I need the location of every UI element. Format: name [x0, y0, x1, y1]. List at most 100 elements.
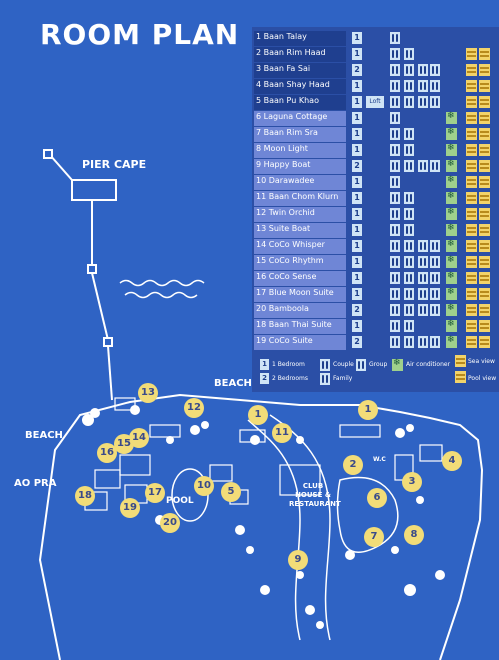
room-name: 12 Twin Orchid	[256, 208, 315, 217]
room-number: 20	[256, 304, 267, 313]
room-name: 17 Blue Moon Suite	[256, 288, 334, 297]
road	[247, 414, 331, 641]
marker-3[interactable]: 3	[402, 472, 422, 492]
group-icon	[418, 240, 428, 252]
bedroom-count: 1	[352, 256, 362, 268]
marker-20[interactable]: 20	[160, 513, 180, 533]
family-icon	[404, 240, 414, 252]
marker-8[interactable]: 8	[404, 525, 424, 545]
room-row[interactable]: 12 Twin Orchid 1	[252, 207, 499, 222]
bedroom-count: 1	[352, 112, 362, 124]
marker-16[interactable]: 16	[97, 443, 117, 463]
couple-icon	[390, 112, 400, 124]
room-title: Baan Chom Klurn	[268, 192, 339, 201]
group-icon	[430, 272, 440, 284]
marker-18[interactable]: 18	[75, 486, 95, 506]
room-number: 18	[256, 320, 267, 329]
marker-7[interactable]: 7	[364, 527, 384, 547]
marker-10[interactable]: 10	[194, 476, 214, 496]
sea-view-icon	[466, 240, 477, 252]
marker-9[interactable]: 9	[288, 550, 308, 570]
air-conditioner-icon	[446, 207, 457, 220]
air-conditioner-icon	[446, 159, 457, 172]
family-icon	[404, 336, 414, 348]
bedroom-count: 1	[352, 208, 362, 220]
room-name: 6 Laguna Cottage	[256, 112, 327, 121]
marker-15[interactable]: 15	[114, 434, 134, 454]
room-row-bg	[254, 207, 346, 222]
pier-label: PIER CAPE	[82, 158, 147, 171]
room-number: 17	[256, 288, 267, 297]
legend-group: Group	[369, 361, 388, 368]
pool-view-icon	[479, 176, 490, 188]
air-conditioner-icon	[446, 223, 457, 236]
pool-view-icon	[479, 256, 490, 268]
room-title: Baan Pu Khao	[263, 96, 319, 105]
marker-5[interactable]: 5	[221, 482, 241, 502]
couple-icon	[390, 272, 400, 284]
marker-2[interactable]: 2	[343, 455, 363, 475]
marker-1b[interactable]: 1	[358, 400, 378, 420]
loft-badge: Loft	[366, 96, 384, 108]
marker-14[interactable]: 14	[129, 428, 149, 448]
room-name: 1 Baan Talay	[256, 32, 307, 41]
marker-6[interactable]: 6	[367, 488, 387, 508]
family-icon	[404, 160, 414, 172]
room-number: 4	[256, 80, 262, 89]
room-row[interactable]: 2 Baan Rim Haad 1	[252, 47, 499, 62]
marker-19[interactable]: 19	[120, 498, 140, 518]
air-conditioner-icon	[446, 271, 457, 284]
sea-view-icon	[466, 144, 477, 156]
marker-13[interactable]: 13	[138, 383, 158, 403]
marker-11[interactable]: 11	[272, 423, 292, 443]
room-name: 2 Baan Rim Haad	[256, 48, 326, 57]
room-number: 11	[256, 192, 267, 201]
legend-sea-view: Sea view	[468, 358, 495, 365]
room-row-bg	[254, 255, 346, 270]
family-icon	[320, 373, 330, 385]
group-icon	[430, 240, 440, 252]
bedroom-count: 1	[352, 320, 362, 332]
couple-icon	[390, 64, 400, 76]
legend-couple: Couple	[333, 361, 354, 368]
group-icon	[430, 96, 440, 108]
legend-family: Family	[333, 375, 353, 382]
bedroom-count: 1	[352, 48, 362, 60]
marker-17[interactable]: 17	[145, 483, 165, 503]
room-number: 8	[256, 144, 262, 153]
room-name: 13 Suite Boat	[256, 224, 310, 233]
marker-1a[interactable]: 1	[248, 405, 268, 425]
room-number: 10	[256, 176, 267, 185]
sea-view-icon	[466, 80, 477, 92]
room-row-bg	[254, 287, 346, 302]
bedroom-count: 1	[352, 240, 362, 252]
pier-structure	[43, 149, 117, 401]
family-icon	[404, 96, 414, 108]
pool-view-icon	[479, 208, 490, 220]
marker-12[interactable]: 12	[184, 398, 204, 418]
room-title: CoCo Sense	[268, 272, 317, 281]
room-name: 8 Moon Light	[256, 144, 308, 153]
pool-view-icon	[479, 336, 490, 348]
room-row[interactable]: 6 Laguna Cottage 1	[252, 111, 499, 126]
coastline	[38, 393, 484, 660]
room-title: Baan Fa Sai	[263, 64, 311, 73]
marker-4[interactable]: 4	[442, 451, 462, 471]
